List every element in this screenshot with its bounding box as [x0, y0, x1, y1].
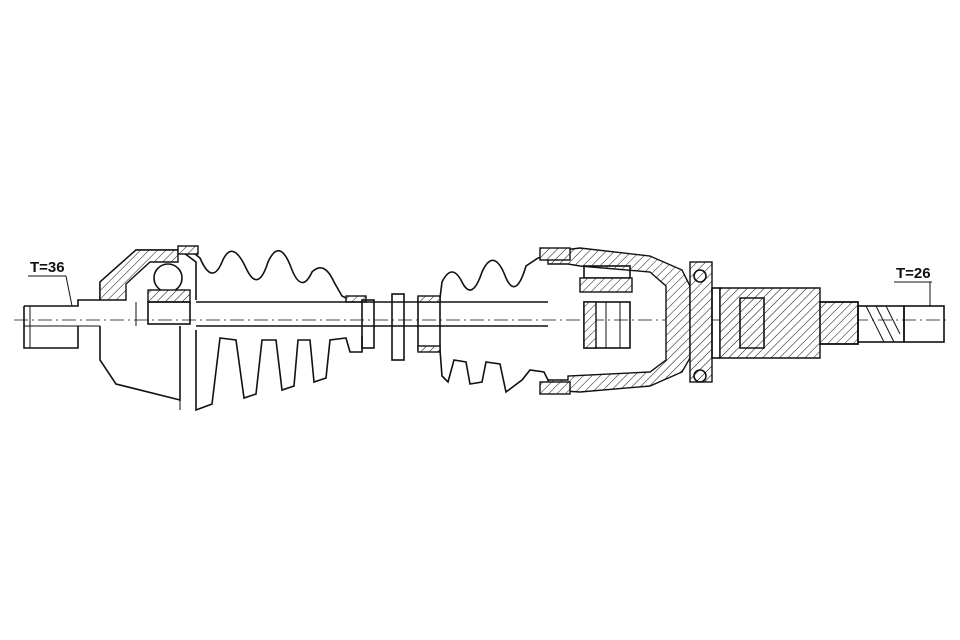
- flange-section: [689, 261, 721, 383]
- left-spline-callout: T=36: [28, 259, 73, 307]
- right-spline-label: T=26: [896, 265, 931, 282]
- right-spline-callout: T=26: [894, 265, 932, 306]
- left-spline-label: T=36: [30, 259, 65, 276]
- inner-tripod-housing: [539, 247, 691, 395]
- inner-boot: [439, 255, 549, 394]
- outer-boot: [177, 245, 367, 412]
- main-shaft: [196, 293, 548, 361]
- left-stub-shaft: [23, 299, 100, 349]
- outer-cv-joint: [99, 249, 197, 410]
- right-stub-shaft: [719, 287, 945, 359]
